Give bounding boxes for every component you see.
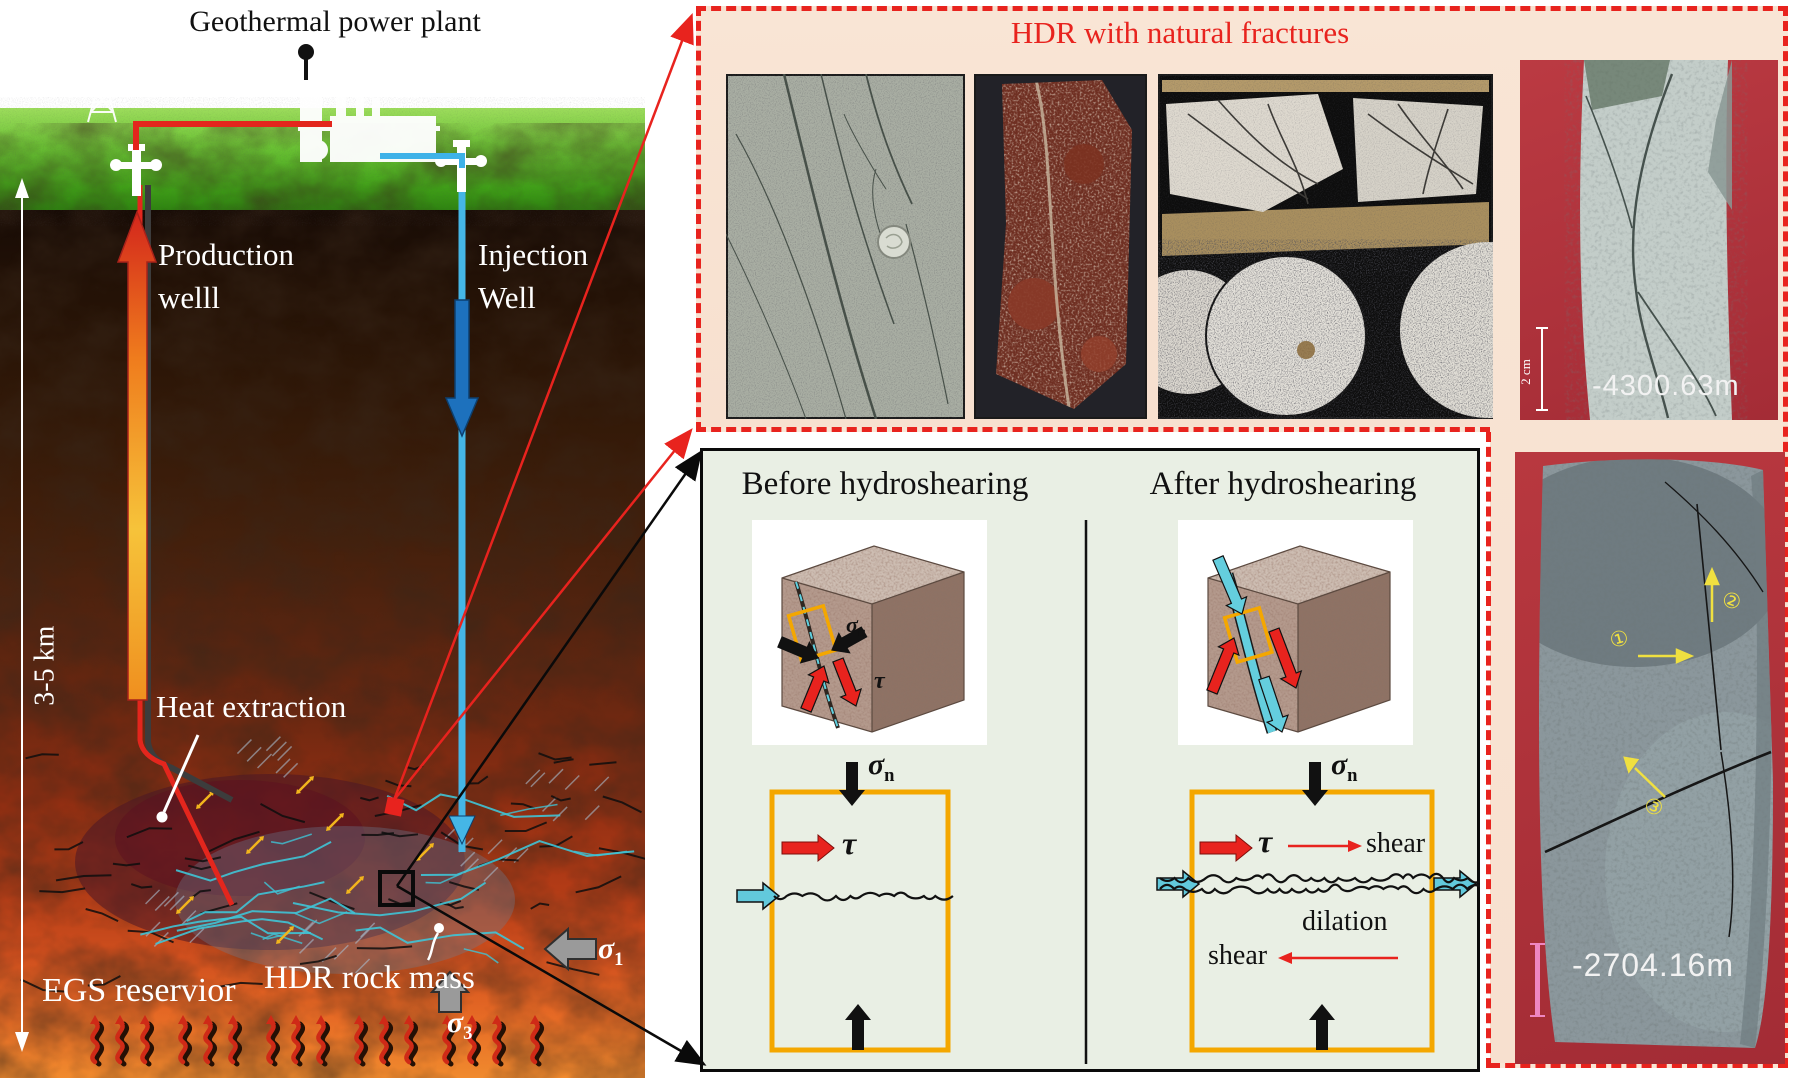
before-sigma-up-arrow bbox=[845, 1004, 871, 1050]
egs-reservoir-label: EGS reservior bbox=[42, 972, 236, 1009]
sample-window-before bbox=[786, 603, 839, 663]
rock-photo-breccia bbox=[974, 74, 1147, 419]
after-sigma-down-arrow bbox=[1302, 762, 1328, 806]
sigma1-label: σ1 bbox=[598, 932, 624, 970]
cross-section-art bbox=[0, 44, 645, 1078]
dilation-label: dilation bbox=[1302, 906, 1388, 937]
scale-bar-core5 bbox=[1530, 943, 1545, 1017]
core-2704-art bbox=[1530, 459, 1773, 1048]
core-depth-2704: -2704.16m bbox=[1572, 947, 1734, 983]
plant-title: Geothermal power plant bbox=[189, 5, 481, 38]
core-fractures bbox=[1585, 73, 1717, 419]
cross-section-panel: Geothermal power plant Production welll … bbox=[0, 0, 645, 1078]
before-fracture-wave bbox=[773, 891, 954, 902]
after-stress-arrows bbox=[1206, 555, 1303, 733]
production-well-label: Production welll bbox=[158, 237, 295, 315]
production-well-red-line bbox=[137, 185, 235, 907]
hdr-pointer-dot bbox=[434, 923, 444, 933]
after-sigma-up-arrow bbox=[1309, 1004, 1335, 1050]
shear-left-arrow bbox=[1278, 952, 1292, 964]
location-pin-icon bbox=[298, 44, 314, 80]
depth-scale-arrow bbox=[15, 178, 29, 1052]
sigma3-label: σ3 bbox=[447, 1006, 473, 1044]
before-stress-arrows bbox=[777, 626, 868, 713]
before-tau-arrow bbox=[781, 833, 835, 863]
after-tau-arrow bbox=[1199, 833, 1253, 863]
injection-well-label: Injection Well bbox=[478, 237, 589, 315]
tau-on-cube: τ bbox=[874, 668, 886, 694]
quartz-vein bbox=[1034, 80, 1072, 409]
shear-direction-arrows bbox=[1623, 566, 1720, 798]
hot-water-pipe bbox=[133, 121, 332, 150]
fracture-traces bbox=[726, 74, 949, 419]
depth-scale-label: 3-5 km bbox=[29, 625, 61, 706]
hdr-zoom-marker bbox=[384, 796, 405, 817]
shear-bottom-label: shear bbox=[1208, 940, 1268, 971]
sigma-n-on-cube: σn bbox=[846, 612, 866, 640]
before-tau-label: τ bbox=[842, 825, 857, 861]
core-4300-art: 2 cm bbox=[1520, 60, 1732, 420]
svg-text:2 cm: 2 cm bbox=[1520, 359, 1533, 385]
core-fracture-traces bbox=[1544, 481, 1772, 938]
rock-photo-core-shelf bbox=[1158, 74, 1493, 419]
after-title: After hydroshearing bbox=[1149, 466, 1417, 502]
scale-bar-2cm: 2 cm bbox=[1520, 327, 1548, 411]
after-tau-label: τ bbox=[1258, 823, 1273, 859]
before-sigma-n-label: σn bbox=[868, 748, 895, 786]
after-outflow-arrow bbox=[1433, 869, 1478, 899]
before-sigma-down-arrow bbox=[839, 762, 865, 806]
fractured-white-core bbox=[1158, 74, 1493, 256]
core-depth-4300: -4300.63m bbox=[1592, 370, 1740, 402]
before-cube-photo: σn τ bbox=[752, 520, 987, 745]
circular-core-sections bbox=[1158, 242, 1493, 419]
before-inflow-arrow bbox=[736, 881, 781, 911]
rock-photo-gray-fractured bbox=[726, 74, 965, 419]
before-title: Before hydroshearing bbox=[741, 466, 1029, 502]
drill-derrick-icon bbox=[87, 66, 117, 123]
after-cube-photo bbox=[1178, 520, 1413, 745]
after-sigma-n-label: σn bbox=[1331, 748, 1358, 786]
production-flow-arrow bbox=[116, 209, 158, 701]
after-fracture-wave-bottom bbox=[1159, 883, 1480, 895]
shear-right-arrow bbox=[1348, 840, 1362, 852]
coin-for-scale bbox=[877, 225, 911, 259]
chlorite-patch bbox=[1584, 60, 1670, 110]
heat-extraction-pointer bbox=[162, 734, 200, 813]
power-plant-silhouette bbox=[298, 74, 440, 162]
after-fracture-wave-top bbox=[1159, 872, 1480, 884]
shear-diagram-art bbox=[736, 520, 1480, 1064]
hdr-rock-mass-label: HDR rock mass bbox=[264, 960, 475, 996]
hdr-panel-title: HDR with natural fractures bbox=[1010, 15, 1350, 50]
heat-extraction-label: Heat extraction bbox=[156, 689, 347, 724]
column-left-dash bbox=[1486, 432, 1491, 1068]
shear-top-label: shear bbox=[1366, 828, 1426, 859]
